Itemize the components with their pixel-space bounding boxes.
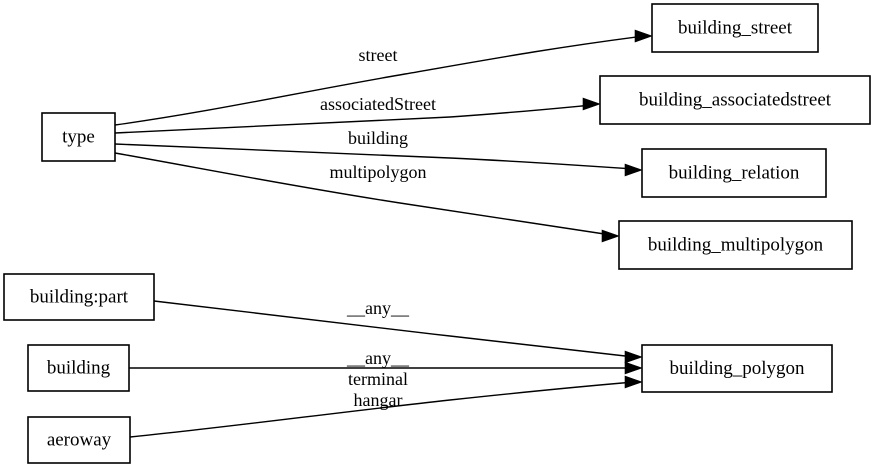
node-label-aeroway: aeroway <box>47 429 112 450</box>
node-building_relation[interactable]: building_relation <box>641 148 827 198</box>
node-box-building_relation <box>641 148 827 198</box>
edge-type-building_multipolygon <box>114 152 612 236</box>
node-label-building: building <box>47 357 111 378</box>
arrow-polygon-mid-icon <box>624 361 643 375</box>
edge-building_part-building_polygon <box>153 300 635 358</box>
edge-label-7: hangar <box>354 390 403 410</box>
arrow-building_multipolygon-icon <box>601 229 620 243</box>
node-box-type <box>41 112 116 162</box>
edge-label-1: associatedStreet <box>320 94 436 114</box>
node-building_polygon[interactable]: building_polygon <box>641 344 833 393</box>
node-box-building_street <box>651 3 819 53</box>
node-building_part[interactable]: building:part <box>3 273 155 321</box>
nodes-layer: type building_street building_associatedst… <box>3 3 871 464</box>
node-type[interactable]: type <box>41 112 116 162</box>
edge-label-3: multipolygon <box>329 162 426 182</box>
edge-label-4: __any__ <box>346 298 410 318</box>
edge-label-6: terminal <box>348 369 408 389</box>
node-label-building_polygon: building_polygon <box>669 358 805 379</box>
edge-label-0: street <box>359 45 398 65</box>
node-building_multipolygon[interactable]: building_multipolygon <box>618 220 853 270</box>
edges-layer <box>114 35 645 438</box>
node-box-aeroway <box>27 416 131 464</box>
edge-labels-layer: street associatedStreet building multipolyg… <box>320 45 436 410</box>
node-box-building <box>27 344 130 392</box>
node-label-building_street: building_street <box>678 17 793 38</box>
node-building_street[interactable]: building_street <box>651 3 819 53</box>
arrow-polygon-bot-icon <box>624 375 643 389</box>
arrowheads-layer <box>582 29 653 389</box>
edge-aeroway-building_polygon <box>129 381 635 438</box>
edge-type-building_street <box>114 35 645 126</box>
node-building_associatedstreet[interactable]: building_associatedstreet <box>599 75 871 125</box>
node-building[interactable]: building <box>27 344 130 392</box>
node-label-type: type <box>62 126 95 147</box>
node-box-building_polygon <box>641 344 833 393</box>
node-label-building_part: building:part <box>30 286 129 307</box>
node-box-building_part <box>3 273 155 321</box>
arrow-polygon-top-icon <box>624 350 643 364</box>
edge-type-building_relation <box>114 143 635 170</box>
arrow-building_associatedstreet-icon <box>582 97 601 111</box>
arrow-building_relation-icon <box>624 163 643 177</box>
node-label-building_multipolygon: building_multipolygon <box>648 234 824 255</box>
node-label-building_relation: building_relation <box>669 162 800 183</box>
node-aeroway[interactable]: aeroway <box>27 416 131 464</box>
node-label-building_associatedstreet: building_associatedstreet <box>639 89 832 110</box>
arrow-building_street-icon <box>634 29 653 43</box>
edge-type-building_associatedstreet <box>114 104 593 134</box>
node-box-building_associatedstreet <box>599 75 871 125</box>
node-box-building_multipolygon <box>618 220 853 270</box>
edge-label-2: building <box>348 128 408 148</box>
edge-label-5: __any__ <box>346 348 410 368</box>
